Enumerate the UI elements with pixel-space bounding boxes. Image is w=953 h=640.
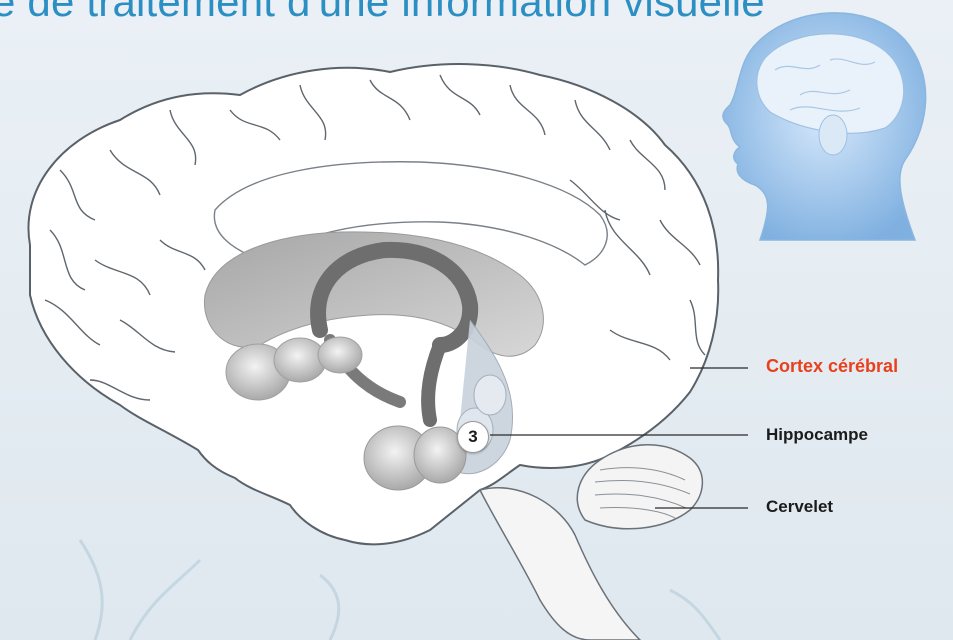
label-hippocampe: Hippocampe	[766, 425, 868, 445]
label-cortex-cerebral: Cortex cérébral	[766, 356, 898, 377]
label-cervelet: Cervelet	[766, 497, 833, 517]
cerebral-cortex-shape	[28, 64, 718, 640]
page-title: e de traitement d'une information visuel…	[0, 0, 765, 26]
head-silhouette	[723, 13, 926, 240]
step-marker-badge: 3	[457, 421, 489, 453]
